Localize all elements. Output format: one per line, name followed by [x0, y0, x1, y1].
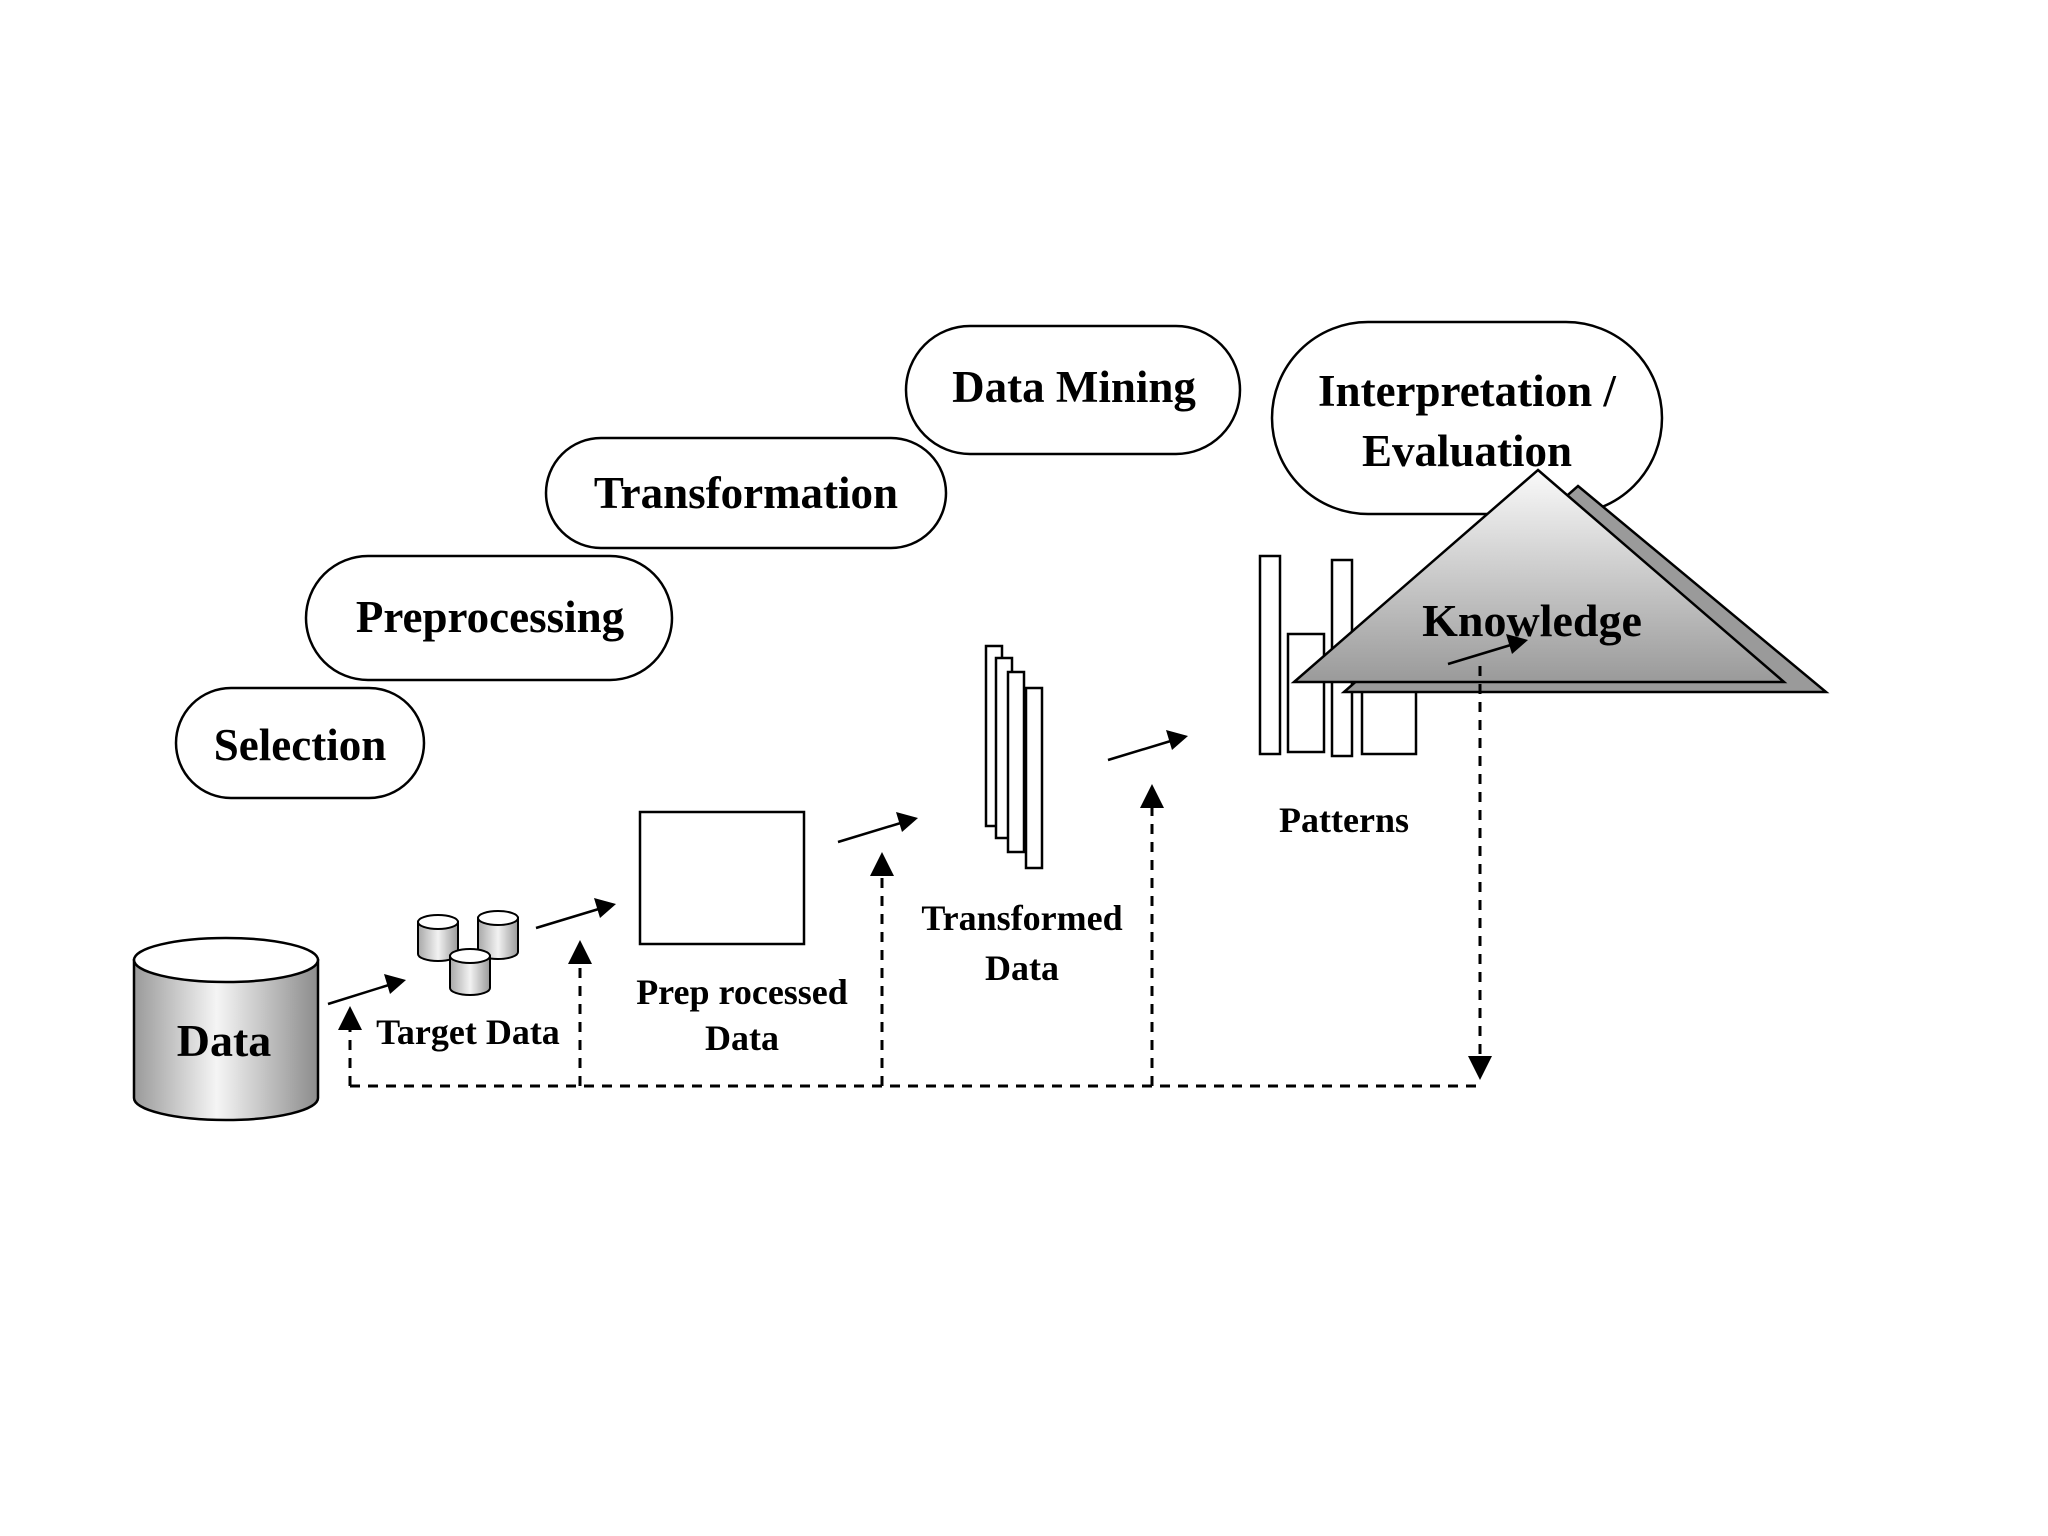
preprocessed-data-label-line1: Prep rocessed	[636, 972, 848, 1012]
small-cylinder	[477, 910, 519, 960]
stage-preprocessing-label: Preprocessing	[356, 592, 625, 642]
stage-transformation: Transformation	[544, 436, 948, 550]
preprocessed-data-box	[638, 810, 806, 946]
data-label: Data	[177, 1015, 272, 1066]
flow-arrow	[1107, 730, 1188, 762]
flow-arrow	[327, 974, 406, 1006]
stage-preprocessing: Preprocessing	[304, 554, 674, 682]
knowledge-icon: Knowledge	[1290, 468, 1830, 694]
small-cylinder	[417, 914, 459, 962]
stage-data-mining-label: Data Mining	[952, 362, 1196, 412]
feedback-arrowhead	[568, 940, 592, 964]
transformed-sheet	[1006, 670, 1026, 854]
stage-selection-label: Selection	[214, 720, 386, 770]
transformed-data-icon	[984, 644, 1044, 870]
data-cylinder: Data	[132, 936, 320, 1122]
stage-data-mining: Data Mining	[904, 324, 1242, 456]
stage-interpretation-label-line2: Evaluation	[1362, 426, 1572, 476]
flow-arrow	[535, 898, 616, 930]
stage-transformation-label: Transformation	[594, 468, 898, 518]
pattern-bar	[1258, 554, 1282, 756]
small-cylinder	[449, 948, 491, 996]
feedback-loop	[338, 666, 1492, 1088]
stage-interpretation-label-line1: Interpretation /	[1318, 366, 1616, 416]
patterns-label: Patterns	[1279, 800, 1409, 840]
target-data-icon	[417, 910, 519, 996]
preprocessed-data-label-line2: Data	[705, 1018, 779, 1058]
stage-selection: Selection	[174, 686, 426, 800]
feedback-arrowhead	[338, 1006, 362, 1030]
feedback-arrowhead	[1468, 1056, 1492, 1080]
transformed-sheet	[1024, 686, 1044, 870]
transformed-data-label-line1: Transformed	[921, 898, 1122, 938]
transformed-data-label-line2: Data	[985, 948, 1059, 988]
knowledge-label: Knowledge	[1422, 595, 1642, 646]
pattern-bar	[1286, 632, 1326, 754]
feedback-arrowhead	[1140, 784, 1164, 808]
target-data-label: Target Data	[376, 1012, 560, 1052]
flow-arrow	[1447, 634, 1528, 666]
stage-interpretation-evaluation: Interpretation / Evaluation	[1270, 320, 1664, 516]
feedback-arrowhead	[870, 852, 894, 876]
knowledge-triangle	[1290, 468, 1788, 684]
flow-arrow	[837, 812, 918, 844]
